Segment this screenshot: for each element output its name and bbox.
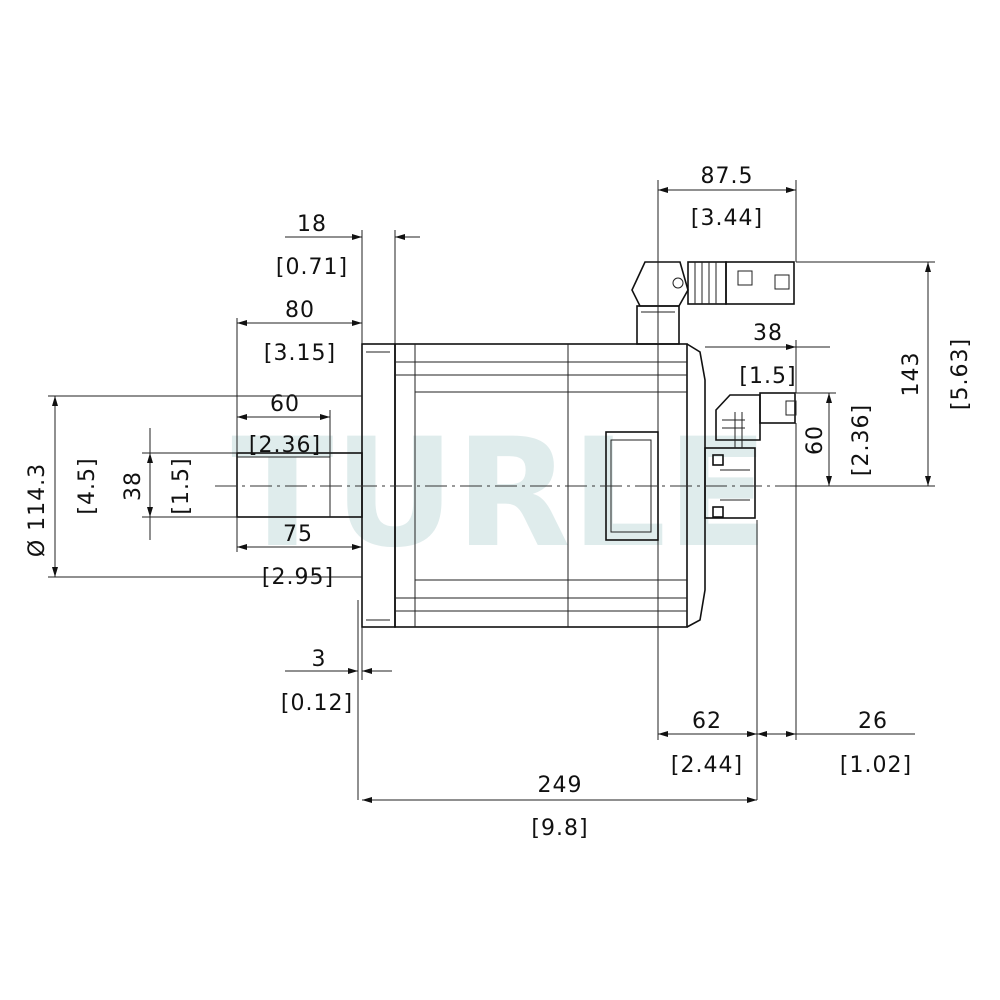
dim-249-inch: [9.8]	[531, 816, 588, 841]
dimension-38-shaft: 38 [1.5]	[121, 428, 237, 540]
dimension-249: 249 [9.8]	[362, 773, 757, 841]
dim-249-mm: 249	[538, 773, 583, 798]
dim-26-mm: 26	[858, 709, 888, 734]
dimension-87-5: 87.5 [3.44]	[657, 164, 797, 344]
dim-38-encoder-mm: 38	[753, 321, 783, 346]
motor-shaft	[236, 452, 363, 518]
dim-38-shaft-mm: 38	[121, 471, 146, 501]
dim-114-3-inch: [4.5]	[75, 457, 100, 514]
dim-62-mm: 62	[692, 709, 722, 734]
watermark-text: TURLE	[231, 407, 769, 581]
dim-26-inch: [1.02]	[840, 753, 912, 778]
dimension-80: 80 [3.15]	[236, 298, 362, 453]
dim-87-5-inch: [3.44]	[691, 206, 763, 231]
dim-38-shaft-inch: [1.5]	[169, 457, 194, 514]
dim-60-shaft-inch: [2.36]	[249, 433, 321, 458]
dim-3-mm: 3	[312, 647, 327, 672]
dimension-60-encoder: 60 [2.36]	[790, 392, 874, 487]
dim-18-inch: [0.71]	[276, 255, 348, 280]
dim-80-inch: [3.15]	[264, 341, 336, 366]
dim-38-encoder-inch: [1.5]	[739, 364, 796, 389]
dim-143-inch: [5.63]	[948, 338, 973, 410]
encoder-connector	[715, 392, 797, 448]
dimension-18: 18 [0.71]	[276, 212, 420, 344]
dimension-114-3: Ø 114.3 [4.5]	[25, 395, 362, 578]
motor-outline	[361, 343, 756, 628]
dimension-26: 26 [1.02]	[757, 423, 915, 778]
dimension-143: 143 [5.63]	[796, 261, 973, 487]
dim-143-mm: 143	[899, 352, 924, 397]
dimension-62: 62 [2.44]	[657, 520, 758, 800]
dim-114-3-mm: Ø 114.3	[25, 463, 50, 557]
dim-75-mm: 75	[283, 522, 313, 547]
dim-60-encoder-inch: [2.36]	[849, 404, 874, 476]
dimension-38-encoder: 38 [1.5]	[705, 321, 830, 393]
dim-80-mm: 80	[285, 298, 315, 323]
dim-62-inch: [2.44]	[671, 753, 743, 778]
dim-18-mm: 18	[297, 212, 327, 237]
dim-60-encoder-mm: 60	[803, 425, 828, 455]
dim-87-5-mm: 87.5	[701, 164, 754, 189]
dim-75-inch: [2.95]	[262, 565, 334, 590]
dim-3-inch: [0.12]	[281, 691, 353, 716]
dimension-3: 3 [0.12]	[281, 600, 392, 800]
dimension-75: 75 [2.95]	[236, 517, 362, 590]
